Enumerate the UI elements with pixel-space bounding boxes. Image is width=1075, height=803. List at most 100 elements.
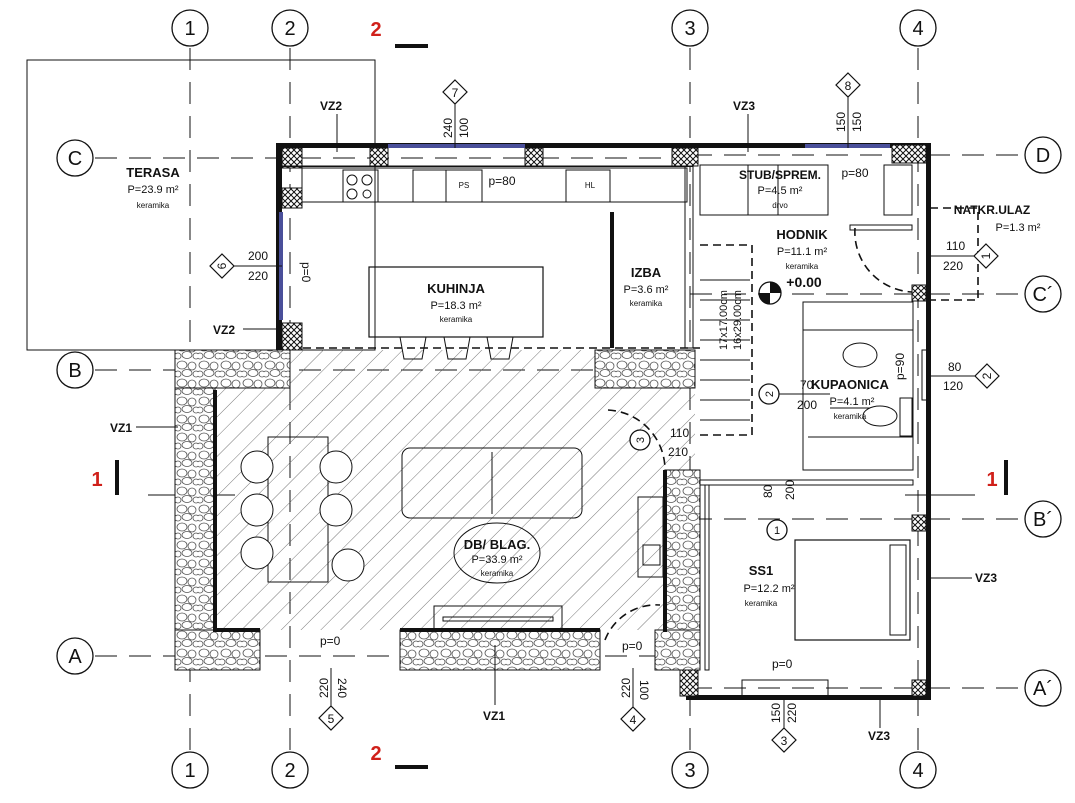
room-kuhinja-area: P=18.3 m² [430, 300, 481, 312]
kitchen-hl-label: HL [585, 181, 596, 190]
stone-walls [174, 349, 701, 671]
section-marks: 2 2 1 1 [91, 19, 1008, 769]
window-5-width: 240 [335, 678, 349, 698]
window-8-width: 150 [834, 112, 848, 132]
grid-row-c: C [68, 148, 82, 170]
room-ss1-name: SS1 [749, 563, 774, 578]
room-hodnik-name: HODNIK [776, 227, 828, 242]
room-ss1-area: P=12.2 m² [743, 583, 794, 595]
wall-vz3-right: VZ3 [975, 571, 997, 585]
window-tag-2: 2 [980, 372, 994, 379]
window-7-width: 240 [441, 118, 455, 138]
window-tag-5: 5 [328, 712, 335, 726]
room-kupaonica-name: KUPAONICA [811, 377, 889, 392]
right-wing-walls [679, 143, 931, 700]
room-terasa-area: P=23.9 m² [127, 184, 178, 196]
room-izba-name: IZBA [631, 265, 662, 280]
tag-leaders [234, 97, 975, 728]
grid-row-a: A [68, 646, 82, 668]
wall-vz3-bottom: VZ3 [868, 729, 890, 743]
door-1-entry-width: 110 [946, 239, 965, 253]
window-8-height: 150 [850, 112, 864, 132]
window-7 [388, 144, 525, 148]
room-kuhinja-name: KUHINJA [427, 281, 485, 296]
room-natkr-area: P=1.3 m² [996, 222, 1041, 234]
room-hodnik-area: P=11.1 m² [777, 246, 828, 258]
room-dnevni-name: DB/ BLAG. [464, 537, 530, 552]
door-1-height: 200 [783, 480, 797, 500]
window-3-sill: p=0 [772, 657, 793, 671]
section-1-left: 1 [91, 469, 102, 491]
grid-col-3-top: 3 [684, 18, 695, 40]
room-dnevni-area: P=33.9 m² [471, 554, 522, 566]
wall-vz2-top: VZ2 [320, 99, 342, 113]
wall-vz3-top: VZ3 [733, 99, 755, 113]
grid-col-4-top: 4 [912, 18, 923, 40]
door-tag-1: 1 [774, 525, 780, 537]
grid-row-b-prime: B´ [1033, 509, 1053, 531]
room-ss1-floor: keramika [745, 599, 778, 608]
window-4-sill: p=0 [622, 639, 643, 653]
living-room-floor [215, 350, 695, 630]
section-2-top: 2 [370, 19, 381, 41]
level-marker-icon [759, 282, 781, 304]
window-tags: 7 8 6 5 4 3 2 1 1 2 3 [209, 72, 1000, 753]
door-1-entry-height: 220 [943, 259, 963, 273]
living-furniture [240, 409, 666, 641]
window-7-height: 100 [457, 118, 471, 138]
grid-row-b: B [68, 360, 81, 382]
room-natkr-name: NATKR.ULAZ [954, 203, 1030, 217]
bed [794, 539, 911, 641]
kitchen-walls [276, 143, 699, 360]
window-5-sill: p=0 [320, 634, 341, 648]
room-tag-oval [453, 522, 541, 584]
door-tag-3: 3 [635, 437, 647, 443]
section-1-right: 1 [986, 469, 997, 491]
wall-vz1-bottom: VZ1 [483, 709, 505, 723]
stair-tread-label: 16x29.00cm [732, 290, 744, 350]
room-kupaonica-area: P=4.1 m² [830, 396, 875, 408]
window-3-height: 220 [785, 703, 799, 723]
room-terasa-name: TERASA [126, 165, 180, 180]
stub-sill-label: p=80 [841, 166, 868, 180]
kitchen-ps-label: PS [459, 181, 470, 190]
wall-vz2-left: VZ2 [213, 323, 235, 337]
room-stub-floor: drvo [772, 201, 788, 210]
grid-row-d: D [1036, 145, 1050, 167]
window-tag-3: 3 [781, 734, 788, 748]
wall-vz1-left: VZ1 [110, 421, 132, 435]
window-6-sill: p=0 [299, 262, 313, 283]
room-izba-floor: keramika [630, 299, 663, 308]
grid-col-1-top: 1 [184, 18, 195, 40]
window-6-height: 220 [248, 269, 268, 283]
door-3-width: 110 [670, 426, 689, 440]
room-kupaonica-floor: keramika [834, 412, 867, 421]
room-dnevni-floor: keramika [481, 569, 514, 578]
grid-row-a-prime: A´ [1033, 678, 1053, 700]
room-stub-area: P=4.5 m² [758, 185, 803, 197]
door-tag-2: 2 [764, 391, 776, 397]
window-4-height: 220 [619, 678, 633, 698]
room-kuhinja-floor: keramika [440, 315, 473, 324]
kitchen-sill-label: p=80 [488, 174, 515, 188]
room-izba-area: P=3.6 m² [624, 284, 669, 296]
grid-col-2-bottom: 2 [284, 760, 295, 782]
door-3-height: 210 [668, 445, 688, 459]
window-4-width: 100 [637, 680, 651, 700]
door-2-width: 70 [800, 378, 814, 392]
grid-col-4-bottom: 4 [912, 760, 923, 782]
stair-step-label: 17x17.00cm [718, 290, 730, 350]
window-tag-7: 7 [452, 86, 459, 100]
window-tag-6: 6 [215, 262, 229, 269]
grid-row-c-prime: C´ [1032, 284, 1053, 306]
leader-lines [136, 114, 972, 728]
room-hodnik-floor: keramika [786, 262, 819, 271]
grid-col-1-bottom: 1 [184, 760, 195, 782]
window-2-sill: p=90 [893, 353, 907, 380]
kitchen-island [368, 266, 544, 338]
grid-col-3-bottom: 3 [684, 760, 695, 782]
window-2-height: 120 [943, 379, 963, 393]
door-2-height: 200 [797, 398, 817, 412]
room-stub-name: STUB/SPREM. [739, 168, 821, 182]
